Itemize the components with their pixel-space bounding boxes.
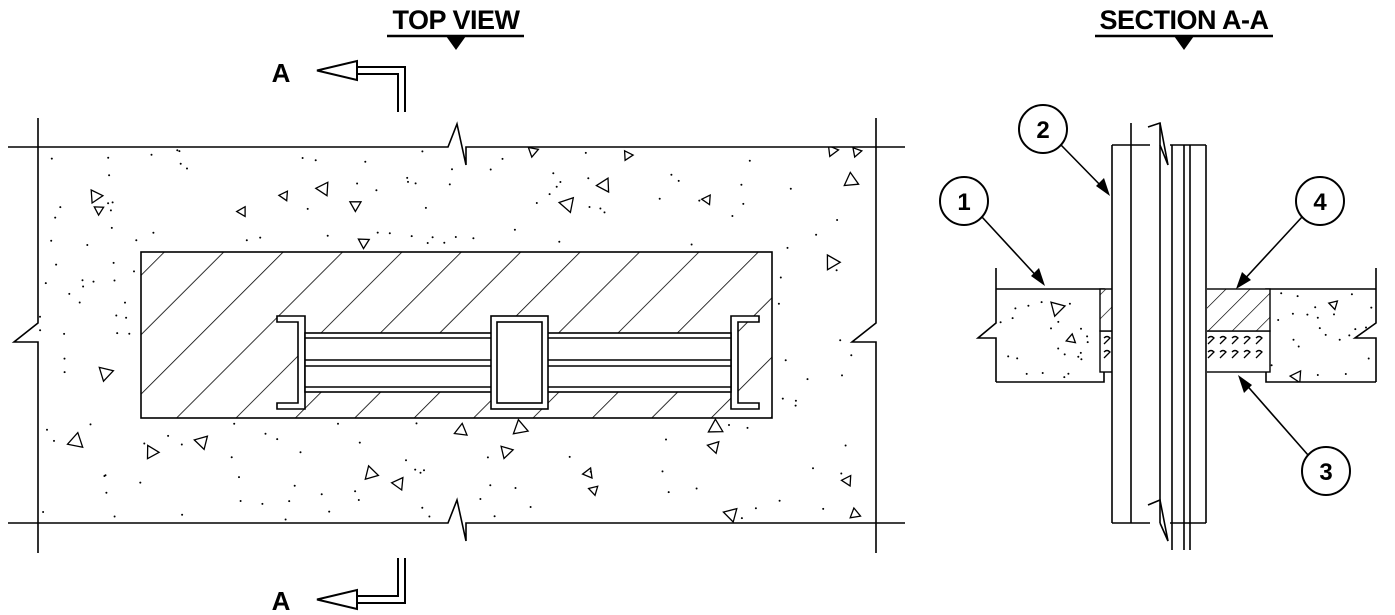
section-cut-arrow-top: A: [272, 58, 406, 112]
section-slab-right: [1265, 268, 1377, 383]
section-cut-arrow-bottom: A: [272, 558, 406, 615]
top-view-title: TOP VIEW: [392, 5, 520, 35]
top-view-title-marker: [446, 36, 466, 50]
callout-4: 4: [1236, 176, 1345, 289]
section-slab-left: [975, 268, 1105, 383]
callout-2: 2: [1018, 104, 1110, 196]
penetrating-member-section: [1111, 121, 1207, 550]
callout-4-number: 4: [1313, 189, 1327, 216]
penetrating-member-top-view: [276, 315, 760, 410]
section-cut-label-bottom: A: [272, 586, 291, 615]
slab-outline: [8, 118, 905, 553]
top-view: TOP VIEW A A: [8, 5, 905, 615]
concrete-stipple: [39, 147, 864, 523]
section-title: SECTION A-A: [1100, 5, 1269, 35]
section-title-marker: [1174, 36, 1194, 50]
callout-2-number: 2: [1036, 117, 1049, 144]
section-a-a: SECTION A-A: [939, 5, 1377, 550]
callout-1: 1: [939, 176, 1045, 286]
callout-1-number: 1: [957, 189, 970, 216]
callout-3: 3: [1238, 375, 1351, 496]
callout-3-number: 3: [1319, 459, 1332, 486]
section-cut-label-top: A: [272, 58, 291, 88]
